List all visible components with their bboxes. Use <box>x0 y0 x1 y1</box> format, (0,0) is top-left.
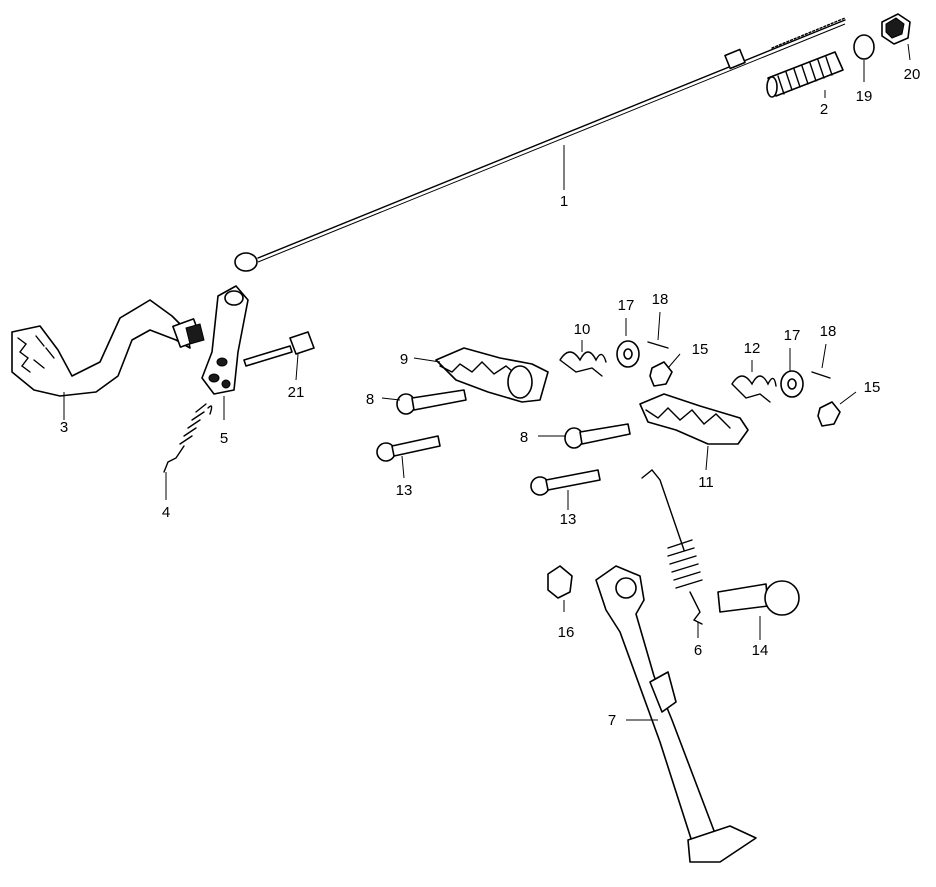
callout-15b: 15 <box>864 379 881 396</box>
brake-arm <box>201 285 249 395</box>
callout-10: 10 <box>574 321 591 338</box>
callout-19: 19 <box>856 88 873 105</box>
nut-15a <box>649 361 673 387</box>
bolt-13a <box>376 435 441 462</box>
callout-18b: 18 <box>820 323 837 340</box>
callout-12: 12 <box>744 340 761 357</box>
callout-17b: 17 <box>784 327 801 344</box>
rod-spring <box>766 51 844 98</box>
spring-12 <box>731 375 777 403</box>
callout-7: 7 <box>608 712 616 729</box>
callout-16: 16 <box>558 624 575 641</box>
callout-18a: 18 <box>652 291 669 308</box>
callout-8b: 8 <box>520 429 528 446</box>
bolt-13b <box>530 469 601 496</box>
side-stand <box>595 565 757 863</box>
stand-spring <box>641 469 703 625</box>
pin-18b <box>811 371 831 379</box>
washer-17b <box>780 370 804 398</box>
spring-10 <box>559 351 607 377</box>
spring-4 <box>163 403 213 473</box>
callout-14: 14 <box>752 642 769 659</box>
callout-labels: 1 2 3 4 5 6 7 8 8 9 10 11 12 13 13 14 15… <box>60 66 921 729</box>
callout-4: 4 <box>162 504 170 521</box>
leader-lines <box>63 43 911 721</box>
callout-6: 6 <box>694 642 702 659</box>
nut-15b <box>817 401 841 427</box>
callout-13b: 13 <box>560 511 577 528</box>
callout-21: 21 <box>288 384 305 401</box>
brake-rod <box>234 17 846 272</box>
washer-17a <box>616 340 640 368</box>
callout-15a: 15 <box>692 341 709 358</box>
pin-8b <box>564 423 631 449</box>
callout-1: 1 <box>560 193 568 210</box>
brake-pedal <box>11 299 205 397</box>
nut-16 <box>547 565 573 599</box>
pin-8a <box>396 389 467 415</box>
callout-9: 9 <box>400 351 408 368</box>
callout-5: 5 <box>220 430 228 447</box>
bolt-21 <box>243 331 315 367</box>
callout-11: 11 <box>698 474 714 491</box>
callout-3: 3 <box>60 419 68 436</box>
callout-13a: 13 <box>396 482 413 499</box>
callout-20: 20 <box>904 66 921 83</box>
rod-joint <box>853 34 875 60</box>
pin-18a <box>647 341 669 349</box>
pivot-bolt <box>717 580 800 616</box>
callout-17a: 17 <box>618 297 635 314</box>
callout-2: 2 <box>820 101 828 118</box>
footpeg-left <box>435 347 549 403</box>
adjuster-nut <box>881 13 911 45</box>
footpeg-right <box>639 393 749 445</box>
callout-8a: 8 <box>366 391 374 408</box>
